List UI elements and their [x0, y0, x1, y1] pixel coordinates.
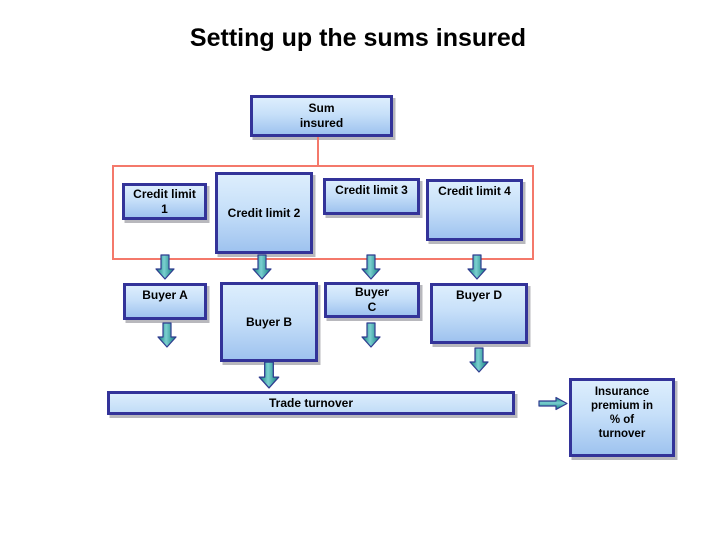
node-sum-insured: Sum insured	[250, 95, 393, 137]
node-buyer-c: Buyer C	[324, 282, 420, 318]
node-trade-turnover: Trade turnover	[107, 391, 515, 415]
node-credit-limit-3: Credit limit 3	[323, 178, 420, 215]
arrow-limit2-to-buyer-b-icon	[252, 254, 272, 280]
node-insurance-premium: Insurance premium in % of turnover	[569, 378, 675, 457]
arrow-buyer-d-down-icon	[469, 347, 489, 373]
node-credit-limit-4: Credit limit 4	[426, 179, 523, 241]
arrow-turnover-to-premium-icon	[538, 396, 568, 411]
node-credit-limit-2: Credit limit 2	[215, 172, 313, 254]
node-buyer-b: Buyer B	[220, 282, 318, 362]
arrow-limit1-to-buyer-a-icon	[155, 254, 175, 280]
arrow-limit3-to-buyer-c-icon	[361, 254, 381, 280]
node-buyer-a: Buyer A	[123, 283, 207, 320]
arrow-limit4-to-buyer-d-icon	[467, 254, 487, 280]
arrow-buyer-b-down-icon	[258, 361, 280, 389]
credit-limits-frame	[112, 165, 534, 260]
connector-sum-to-limits	[317, 137, 319, 166]
slide-title: Setting up the sums insured	[189, 24, 527, 52]
node-buyer-d: Buyer D	[430, 283, 528, 344]
arrow-buyer-a-down-icon	[157, 322, 177, 348]
node-credit-limit-1: Credit limit 1	[122, 183, 207, 220]
arrow-buyer-c-down-icon	[361, 322, 381, 348]
